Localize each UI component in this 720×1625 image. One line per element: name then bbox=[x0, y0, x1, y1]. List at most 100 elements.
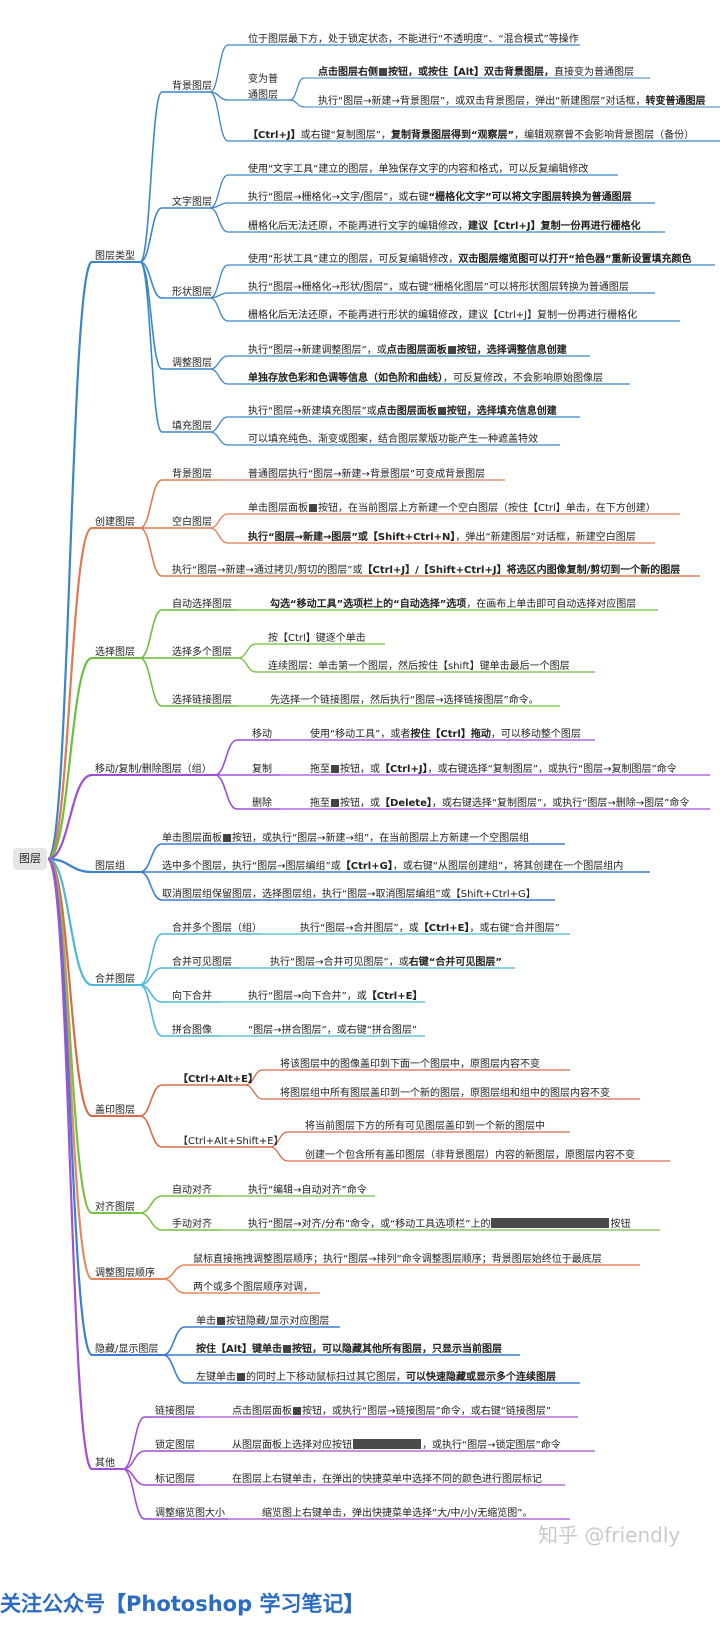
leaf-text: 单击图层面板按钮，在当前图层上方新建一个空白图层（按住【Ctrl】单击，在下方创… bbox=[248, 503, 656, 514]
connector-line bbox=[139, 207, 163, 263]
connector-line bbox=[214, 739, 238, 776]
connector-line bbox=[209, 91, 229, 142]
connector-line bbox=[209, 264, 229, 299]
connector-line bbox=[122, 1468, 146, 1520]
branch-merge-layers[interactable]: 合并图层 bbox=[95, 974, 135, 985]
leaf-text: 执行“图层→新建填充图层”或点击图层面板按钮，选择填充信息创建 bbox=[248, 406, 557, 417]
lock-buttons-icon bbox=[353, 1439, 421, 1449]
branch-move-copy-delete[interactable]: 移动/复制/删除图层（组） bbox=[95, 764, 212, 775]
align-toolbar-icon bbox=[491, 1218, 610, 1228]
node-background-layer[interactable]: 背景图层 bbox=[172, 81, 212, 92]
root-node[interactable]: 图层 bbox=[13, 848, 47, 870]
connector-line bbox=[162, 1278, 186, 1294]
connector-line bbox=[209, 527, 229, 544]
connector-line bbox=[139, 91, 163, 263]
connector-line bbox=[209, 355, 229, 370]
leaf-text: 在图层上右键单击，在弹出的快捷菜单中选择不同的颜色进行图层标记 bbox=[232, 1474, 542, 1485]
connector-line bbox=[47, 857, 93, 987]
new-layer-icon bbox=[309, 504, 317, 512]
connector-line bbox=[139, 479, 163, 529]
node-delete[interactable]: 删除 bbox=[252, 798, 272, 809]
node-adjustment-layer[interactable]: 调整图层 bbox=[172, 358, 212, 369]
branch-select-layer[interactable]: 选择图层 bbox=[95, 647, 135, 658]
node-merge-multiple[interactable]: 合并多个图层（组） bbox=[172, 923, 262, 934]
node-background-layer[interactable]: 背景图层 bbox=[172, 469, 212, 480]
node-mark-layers[interactable]: 标记图层 bbox=[155, 1474, 195, 1485]
leaf-text: 执行“图层→对齐/分布”命令，或“移动工具选项栏”上的按钮 bbox=[248, 1218, 631, 1230]
node-fill-layer[interactable]: 填充图层 bbox=[172, 421, 212, 432]
branch-layer-types[interactable]: 图层类型 bbox=[95, 251, 135, 262]
branch-align-layers[interactable]: 对齐图层 bbox=[95, 1202, 135, 1213]
connector-line bbox=[139, 609, 163, 659]
connector-line bbox=[209, 202, 229, 209]
eye-icon bbox=[282, 1345, 291, 1353]
node-copy[interactable]: 复制 bbox=[252, 764, 272, 775]
connector-line bbox=[209, 513, 229, 529]
connector-line bbox=[237, 657, 257, 673]
connector-line bbox=[139, 261, 163, 433]
connector-line bbox=[209, 174, 229, 209]
branch-hide-show[interactable]: 隐藏/显示图层 bbox=[95, 1344, 159, 1355]
connector-line bbox=[46, 857, 94, 1471]
connector-line bbox=[139, 1212, 163, 1231]
node-link-layers[interactable]: 链接图层 bbox=[155, 1406, 195, 1417]
leaf-text: 可以填充纯色、渐变或图案，结合图层蒙版功能产生一种遮盖特效 bbox=[248, 434, 538, 445]
connector-line bbox=[289, 99, 305, 108]
adjustment-icon bbox=[447, 346, 456, 354]
connector-line bbox=[244, 1084, 264, 1100]
leaf-text: 将图层组中所有图层盖印到一个新的图层，原图层组和组中的图层内容不变 bbox=[280, 1088, 610, 1099]
leaf-text: 执行“图层→栅格化→形状/图层”，或右键“栅格化图层”可以将形状图层转换为普通图… bbox=[248, 282, 629, 293]
branch-create-layer[interactable]: 创建图层 bbox=[95, 517, 135, 528]
leaf-text: 从图层面板上选择对应按钮，或执行“图层→锁定图层”命令 bbox=[232, 1439, 561, 1451]
branch-other[interactable]: 其他 bbox=[95, 1458, 115, 1469]
node-shape-layer[interactable]: 形状图层 bbox=[172, 287, 212, 298]
leaf-text: 单独存放色彩和色调等信息（如色阶和曲线），可反复修改，不会影响原始图像层 bbox=[248, 373, 603, 384]
connector-line bbox=[237, 643, 257, 659]
connector-line bbox=[139, 843, 163, 873]
node-blank-layer[interactable]: 空白图层 bbox=[172, 517, 212, 528]
connector-line bbox=[209, 297, 229, 322]
connector-line bbox=[209, 416, 229, 433]
connector-line bbox=[139, 933, 163, 986]
leaf-text: 缩览图上右键单击，弹出快捷菜单选择“大/中/小/无缩览图”。 bbox=[262, 1508, 533, 1519]
node-auto-align[interactable]: 自动对齐 bbox=[172, 1185, 212, 1196]
connector-line bbox=[139, 871, 163, 901]
node-move[interactable]: 移动 bbox=[252, 729, 272, 740]
node-ctrl-alt-e[interactable]: 【Ctrl+Alt+E】 bbox=[178, 1074, 259, 1085]
layer-button-icon bbox=[379, 68, 387, 76]
connector-line bbox=[139, 657, 163, 707]
leaf-text: 拖至按钮，或【Delete】，或右键选择“复制图层”，或执行“图层→删除→图层”… bbox=[310, 798, 690, 809]
node-select-multiple[interactable]: 选择多个图层 bbox=[172, 647, 232, 658]
node-thumbnail-size[interactable]: 调整缩览图大小 bbox=[155, 1508, 225, 1519]
connector-line bbox=[162, 1354, 186, 1384]
eye-icon bbox=[237, 1373, 245, 1381]
new-layer-icon bbox=[331, 765, 339, 773]
leaf-text: 鼠标直接拖拽调整图层顺序；执行“图层→排列”命令调整图层顺序；背景图层始终位于最… bbox=[193, 1254, 602, 1265]
connector-line bbox=[46, 526, 94, 861]
node-auto-select[interactable]: 自动选择图层 bbox=[172, 599, 232, 610]
connector-line bbox=[269, 1146, 289, 1162]
node-ctrl-alt-shift-e[interactable]: 【Ctrl+Alt+Shift+E】 bbox=[178, 1136, 284, 1147]
branch-layer-order[interactable]: 调整图层顺序 bbox=[95, 1268, 155, 1279]
node-text-layer[interactable]: 文字图层 bbox=[172, 197, 212, 208]
leaf-text: 创建一个包含所有盖印图层（非背景图层）内容的新图层，原图层内容不变 bbox=[305, 1150, 635, 1161]
leaf-text: 普通图层执行“图层→新建→背景图层”可变成背景图层 bbox=[248, 469, 486, 480]
node-merge-down[interactable]: 向下合并 bbox=[172, 991, 212, 1002]
connector-line bbox=[289, 77, 305, 101]
connector-line bbox=[47, 656, 93, 861]
leaf-text: 执行“图层→栅格化→文字/图层”，或右键“栅格化文字”可以将文字图层转换为普通图… bbox=[248, 192, 632, 203]
branch-stamp-layers[interactable]: 盖印图层 bbox=[95, 1105, 135, 1116]
leaf-text: 先选择一个链接图层，然后执行“图层→选择链接图层”命令。 bbox=[270, 695, 539, 706]
node-to-normal[interactable]: 变为普 bbox=[248, 74, 278, 85]
node-select-linked[interactable]: 选择链接图层 bbox=[172, 695, 232, 706]
node-manual-align[interactable]: 手动对齐 bbox=[172, 1219, 212, 1230]
leaf-text: 栅格化后无法还原，不能再进行形状的编辑修改，建议【Ctrl+J】复制一份再进行栅… bbox=[248, 310, 638, 321]
node-flatten[interactable]: 拼合图像 bbox=[172, 1025, 212, 1036]
fill-icon bbox=[437, 407, 446, 415]
leaf-text: 按【Ctrl】键逐个单击 bbox=[268, 633, 366, 644]
node-merge-visible[interactable]: 合并可见图层 bbox=[172, 957, 232, 968]
branch-layer-group[interactable]: 图层组 bbox=[95, 861, 125, 872]
node-lock-layers[interactable]: 锁定图层 bbox=[155, 1440, 195, 1451]
trash-icon bbox=[331, 799, 339, 807]
